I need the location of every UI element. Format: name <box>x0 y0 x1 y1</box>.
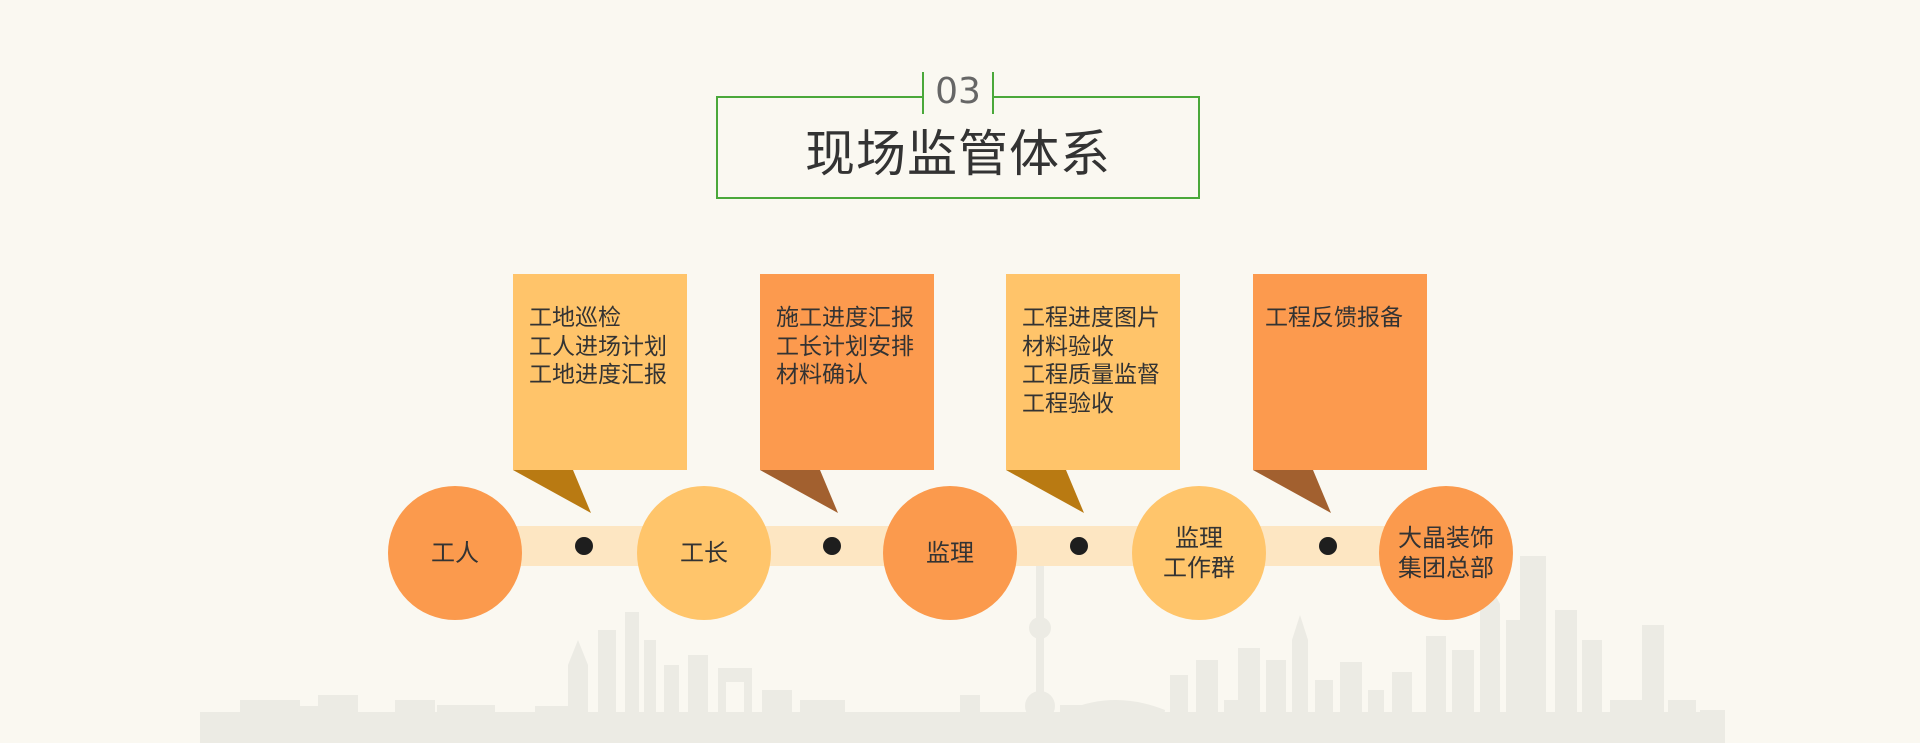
timeline-dot <box>1070 537 1088 555</box>
node-label: 工人 <box>431 539 479 567</box>
page-title: 现场监管体系 <box>805 125 1111 183</box>
card-line: 材料确认 <box>776 362 868 388</box>
task-card-foreman: 施工进度汇报 工长计划安排 材料确认 <box>760 274 934 470</box>
card-line: 施工进度汇报 <box>776 305 914 331</box>
card-line: 工长计划安排 <box>776 333 914 360</box>
card-line: 工程反馈报备 <box>1265 305 1403 331</box>
card-line: 工地进度汇报 <box>529 362 667 388</box>
card-line: 工地巡检 <box>529 305 621 331</box>
timeline-dot <box>823 537 841 555</box>
callout-tail <box>760 470 838 513</box>
node-supervisor: 监理 <box>883 486 1017 620</box>
callout-tail <box>513 470 591 513</box>
node-label: 工长 <box>680 539 728 567</box>
node-label: 集团总部 <box>1398 554 1494 582</box>
card-line: 材料验收 <box>1022 333 1114 360</box>
node-label: 监理 <box>1175 524 1223 552</box>
task-card-group: 工程反馈报备 <box>1253 274 1427 470</box>
callout-tail <box>1253 470 1331 513</box>
task-card-worker: 工地巡检 工人进场计划 工地进度汇报 <box>513 274 687 470</box>
card-line: 工程进度图片 <box>1022 305 1160 331</box>
node-foreman: 工长 <box>637 486 771 620</box>
timeline-dot <box>1319 537 1337 555</box>
node-headquarters: 大晶装饰 集团总部 <box>1379 486 1513 620</box>
timeline-dot <box>575 537 593 555</box>
callout-tail <box>1006 470 1084 513</box>
card-line: 工程质量监督 <box>1022 362 1160 388</box>
card-line: 工人进场计划 <box>529 333 667 360</box>
node-label: 工作群 <box>1163 554 1235 582</box>
task-card-supervisor: 工程进度图片 材料验收 工程质量监督 工程验收 <box>1006 274 1180 470</box>
card-line: 工程验收 <box>1022 390 1114 417</box>
node-supervisor-group: 监理 工作群 <box>1132 486 1266 620</box>
node-label: 监理 <box>926 539 974 567</box>
node-worker: 工人 <box>388 486 522 620</box>
section-number: 03 <box>922 72 994 114</box>
node-label: 大晶装饰 <box>1398 524 1494 552</box>
